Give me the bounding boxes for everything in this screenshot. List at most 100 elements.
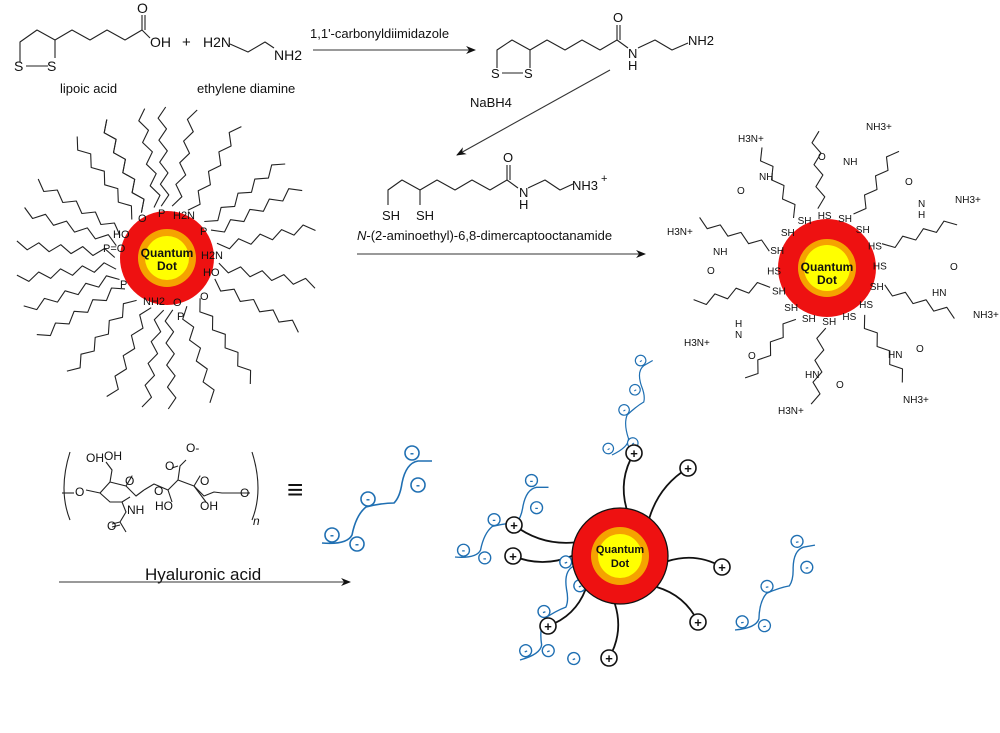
alkyl-chain xyxy=(157,106,170,207)
amine-h3n: H3N+ xyxy=(778,406,804,417)
qd-label-line1: Quantum xyxy=(801,260,854,274)
amide-n: N xyxy=(735,330,742,341)
amide-n: N xyxy=(918,199,925,210)
thiol-label: SH xyxy=(781,228,795,239)
atom-s1: S xyxy=(14,58,23,74)
charge-sign: - xyxy=(795,537,800,548)
ligand-chain xyxy=(744,318,797,379)
charge-sign: - xyxy=(410,446,414,460)
lipoic-acid-label: lipoic acid xyxy=(60,81,117,96)
charge-sign: - xyxy=(740,617,745,628)
alkyl-chain xyxy=(164,309,177,410)
alkyl-chain xyxy=(187,126,242,211)
negative-charge xyxy=(602,442,615,455)
charge-sign: - xyxy=(462,546,465,557)
alkyl-chain xyxy=(36,287,126,337)
charge-sign: - xyxy=(637,355,645,365)
atom-h: H xyxy=(519,197,528,212)
thiol-label: SH xyxy=(838,214,852,225)
amine-nh3: NH3+ xyxy=(866,122,892,133)
charge-sign: - xyxy=(571,654,578,666)
arrow-cdi: 1,1'-carbonyldiimidazole xyxy=(310,26,476,54)
alkyl-chain xyxy=(24,207,117,247)
atom-sh: SH xyxy=(416,208,434,223)
qd-label-line1: Quantum xyxy=(596,544,644,556)
atom-s: S xyxy=(524,66,533,81)
amide-nh: NH xyxy=(713,247,727,258)
qd-label-line2: Dot xyxy=(611,558,630,570)
atom-h2n: H2N xyxy=(203,34,231,50)
ha-chain: ----- xyxy=(321,445,432,552)
ligand-p-o: P=O xyxy=(103,243,126,255)
charge-sign: - xyxy=(416,478,420,492)
thiol-label: SH xyxy=(870,282,884,293)
negative-charge xyxy=(567,651,581,666)
thiol-label: HS xyxy=(842,312,856,323)
positive-charge xyxy=(625,444,643,462)
hyaluronic-chain-icon: ----- xyxy=(321,445,432,552)
hyaluronic-acid-structure: OH OH O O O O O NH O HO OH O O- n ≡ xyxy=(62,441,303,533)
negative-charge xyxy=(735,615,749,629)
charge-sign: - xyxy=(631,385,639,395)
thiol-label: SH xyxy=(798,216,812,227)
charge-sign: + xyxy=(510,518,518,533)
qd-core xyxy=(145,236,189,280)
negative-charge xyxy=(537,604,551,619)
amide-nh: NH xyxy=(759,172,773,183)
ethylene-diamine-label: ethylene diamine xyxy=(197,81,295,96)
amide-o: O xyxy=(836,380,844,391)
atom-oh: OH xyxy=(86,451,104,465)
amine-h3n: H3N+ xyxy=(667,227,693,238)
ligand-ho: HO xyxy=(203,267,220,279)
negative-charge xyxy=(618,404,630,416)
qd-label-line1: Quantum xyxy=(141,246,194,260)
amine-nh3: NH3+ xyxy=(903,395,929,406)
negative-charge xyxy=(404,445,420,461)
thiol-label: SH xyxy=(856,225,870,236)
charge-sign: - xyxy=(483,553,486,564)
ligand-chain xyxy=(881,220,958,249)
negative-charge xyxy=(559,555,573,569)
arrow-hyaluronic: Hyaluronic acid xyxy=(59,565,351,586)
amide-o: O xyxy=(950,262,958,273)
ring-o: O xyxy=(200,474,209,488)
negative-charge xyxy=(360,491,376,507)
charge-sign: - xyxy=(530,476,533,487)
thiol-label: SH xyxy=(802,314,816,325)
qd-label-line2: Dot xyxy=(157,259,177,273)
negative-charge xyxy=(524,473,539,488)
atom-h: H xyxy=(628,58,637,73)
alkyl-chain xyxy=(214,278,299,333)
ligand-nh2: NH2 xyxy=(143,296,165,308)
atom-n: N xyxy=(519,185,528,200)
charge-sign: - xyxy=(577,581,584,593)
hyaluronic-coated-quantum-dot: --------------------- Quantum Dot ++++++… xyxy=(454,354,816,667)
negative-charge xyxy=(478,551,492,565)
alkyl-chain xyxy=(16,240,116,258)
ligand-chain xyxy=(810,327,827,405)
atom-n: N xyxy=(628,46,637,61)
atom-ho: HO xyxy=(155,499,173,513)
initial-quantum-dot: Quantum Dot P H2N P H2N HO O O P NH2 P P… xyxy=(16,106,316,410)
negative-charge xyxy=(324,527,340,543)
atom-s2: S xyxy=(47,58,56,74)
name-italic-n: N xyxy=(357,228,367,243)
arrow-nabh4: NaBH4 xyxy=(456,69,611,156)
negative-charge xyxy=(790,534,804,549)
amide-o: O xyxy=(818,152,826,163)
ligand-o: O xyxy=(173,297,182,309)
negative-charge xyxy=(349,536,365,552)
negative-charge xyxy=(456,543,471,557)
atom-o: O xyxy=(165,459,174,473)
charge-sign: - xyxy=(765,582,770,593)
atom-nh3: NH3 xyxy=(572,178,598,193)
lipoamide-product: S S O N H NH2 xyxy=(491,10,714,81)
ligand-chain xyxy=(884,284,955,319)
ethylene-diamine-structure: H2N NH2 ethylene diamine xyxy=(197,34,302,96)
ligand-chain xyxy=(811,130,826,209)
alkyl-chain xyxy=(138,108,161,208)
amide-o: O xyxy=(748,351,756,362)
atom-sh: SH xyxy=(382,208,400,223)
negative-charge xyxy=(529,501,544,515)
positive-charge xyxy=(539,617,557,635)
